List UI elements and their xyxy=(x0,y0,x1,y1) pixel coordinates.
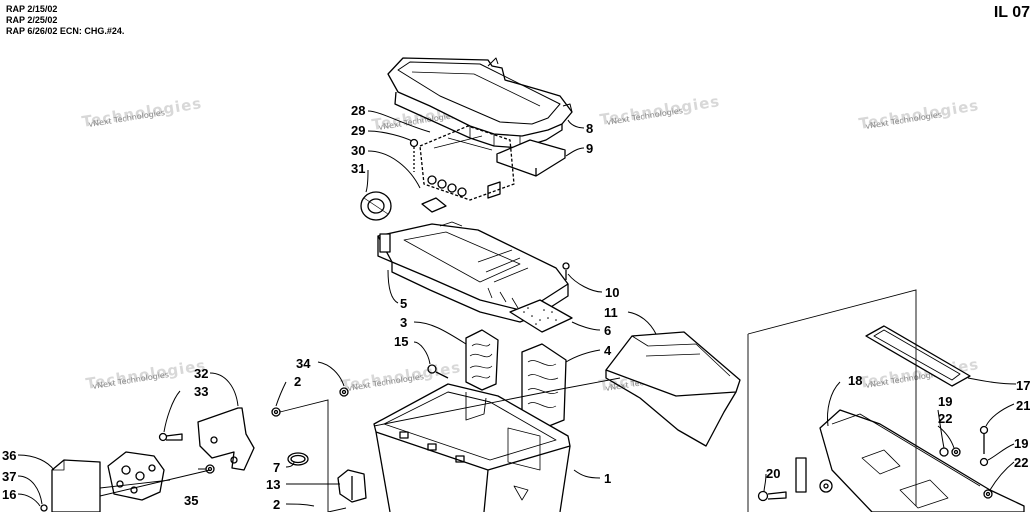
washer-19-part xyxy=(939,447,949,457)
screw-part xyxy=(562,262,570,280)
foam-pad-3-part xyxy=(465,329,499,391)
callout-28: 28 xyxy=(351,103,365,118)
illustration-id: IL 07 xyxy=(993,4,1030,21)
callout-34: 34 xyxy=(296,356,311,371)
washer-part xyxy=(819,479,833,493)
washer-34-part xyxy=(339,387,349,397)
airbox-lower-part xyxy=(373,383,571,512)
revision-line-2: RAP 2/25/02 xyxy=(6,15,58,25)
washer-35-part xyxy=(205,464,215,474)
callout-19-right: 19 xyxy=(1014,436,1028,451)
callout-17: 17 xyxy=(1016,378,1030,393)
bracket-assembly-part xyxy=(419,125,515,213)
bolt-part xyxy=(409,138,419,172)
washer-19b-part xyxy=(979,457,989,467)
bolt-21-part xyxy=(979,425,989,454)
grommet-part xyxy=(360,191,392,221)
callout-19-left: 19 xyxy=(938,394,952,409)
callout-36: 36 xyxy=(2,448,16,463)
callout-31: 31 xyxy=(351,161,365,176)
callout-1: 1 xyxy=(604,471,611,486)
revision-line-3: RAP 6/26/02 ECN: CHG.#24. xyxy=(6,26,125,36)
callout-33: 33 xyxy=(194,384,208,399)
washer-2-part xyxy=(271,407,281,417)
rear-duct-part xyxy=(819,409,1025,512)
callout-4: 4 xyxy=(604,343,612,358)
callout-7: 7 xyxy=(273,460,280,475)
cover-box-part xyxy=(51,459,101,512)
revision-line-1: RAP 2/15/02 xyxy=(6,4,58,14)
reference-frame-line xyxy=(373,377,621,427)
callout-22-right: 22 xyxy=(1014,455,1028,470)
mounting-bracket-part xyxy=(197,407,255,471)
reference-frame-line xyxy=(327,507,347,512)
callout-5: 5 xyxy=(400,296,407,311)
reference-frame-line xyxy=(279,399,329,512)
callout-2-upper: 2 xyxy=(294,374,301,389)
callout-22-left: 22 xyxy=(938,411,952,426)
callout-10: 10 xyxy=(605,285,619,300)
callout-16: 16 xyxy=(2,487,16,502)
callout-20: 20 xyxy=(766,466,780,481)
air-filter-part xyxy=(496,139,566,177)
callout-numbers: 28 29 30 31 8 9 10 5 6 11 3 15 4 1 34 32… xyxy=(2,103,1030,512)
callout-6: 6 xyxy=(604,323,611,338)
callout-8: 8 xyxy=(586,121,593,136)
reference-frame-line xyxy=(99,469,211,497)
callout-3: 3 xyxy=(400,315,407,330)
callout-32: 32 xyxy=(194,366,208,381)
nut-22-part xyxy=(951,447,961,457)
intake-duct-part xyxy=(605,331,741,447)
hardware-16-part xyxy=(40,504,48,512)
callout-21: 21 xyxy=(1016,398,1030,413)
nut-22b-part xyxy=(983,489,993,499)
callout-30: 30 xyxy=(351,143,365,158)
carburetor-part xyxy=(107,451,165,501)
reference-frame-line xyxy=(747,289,917,506)
strap-part xyxy=(795,457,807,493)
callout-29: 29 xyxy=(351,123,365,138)
bolt-20-part xyxy=(757,490,787,502)
bolt-15-part xyxy=(427,364,449,379)
callout-37: 37 xyxy=(2,469,16,484)
callout-35: 35 xyxy=(184,493,198,508)
hose-clamp-part xyxy=(287,452,309,466)
airbox-cover-part xyxy=(387,57,573,149)
clip-part xyxy=(337,469,367,503)
foam-strip-part xyxy=(509,299,573,333)
callout-9: 9 xyxy=(586,141,593,156)
callout-2-lower: 2 xyxy=(273,497,280,512)
callout-11: 11 xyxy=(604,305,618,320)
gasket-part xyxy=(865,325,971,387)
callout-13: 13 xyxy=(266,477,280,492)
bolt-33-part xyxy=(158,432,183,442)
callout-15: 15 xyxy=(394,334,408,349)
callout-18: 18 xyxy=(848,373,862,388)
